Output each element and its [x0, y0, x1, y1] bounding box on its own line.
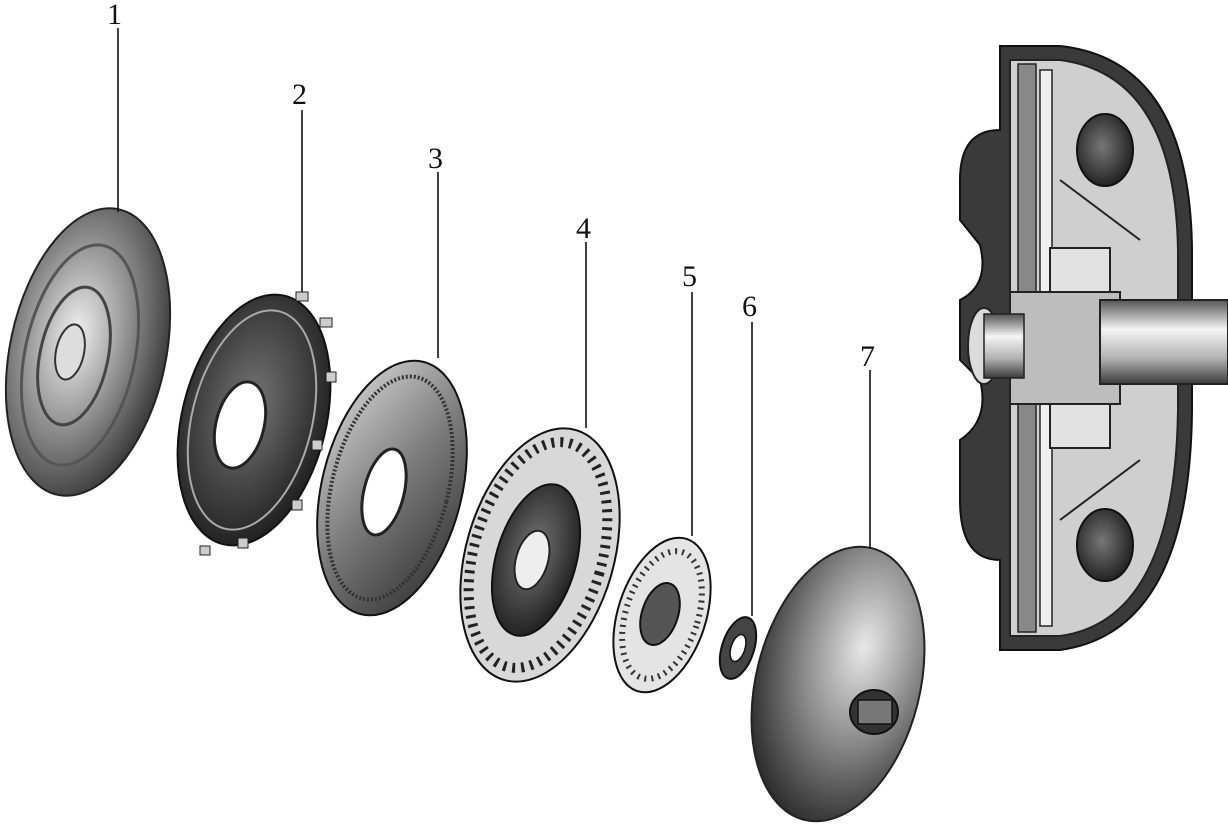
callout-number-3: 3: [428, 142, 443, 175]
part-7-pump-shell: [750, 545, 926, 823]
assembled-converter-cutaway: [959, 45, 1228, 651]
lockup-clutch-plate-icon: [176, 291, 337, 556]
turbine-icon: [459, 427, 621, 683]
damper-plate-icon: [316, 359, 468, 617]
part-4-turbine: [459, 427, 621, 683]
callout-number-1: 1: [107, 0, 122, 31]
callout-number-4: 4: [576, 212, 591, 245]
callout-number-5: 5: [682, 260, 697, 293]
part-2-lockup-plate: [176, 291, 337, 556]
torque-converter-cutaway-icon: [959, 45, 1228, 651]
part-6-thrust-washer: [718, 616, 758, 680]
callout-number-6: 6: [742, 290, 757, 323]
callout-number-2: 2: [292, 78, 307, 111]
pump-impeller-shell-icon: [750, 545, 926, 823]
part-3-damper-plate: [316, 359, 468, 617]
part-5-stator: [612, 536, 712, 694]
part-1-front-cover: [4, 207, 172, 497]
stator-icon: [612, 536, 712, 694]
callout-number-7: 7: [860, 340, 875, 373]
thrust-washer-icon: [718, 616, 758, 680]
front-cover-shell-icon: [4, 207, 172, 497]
